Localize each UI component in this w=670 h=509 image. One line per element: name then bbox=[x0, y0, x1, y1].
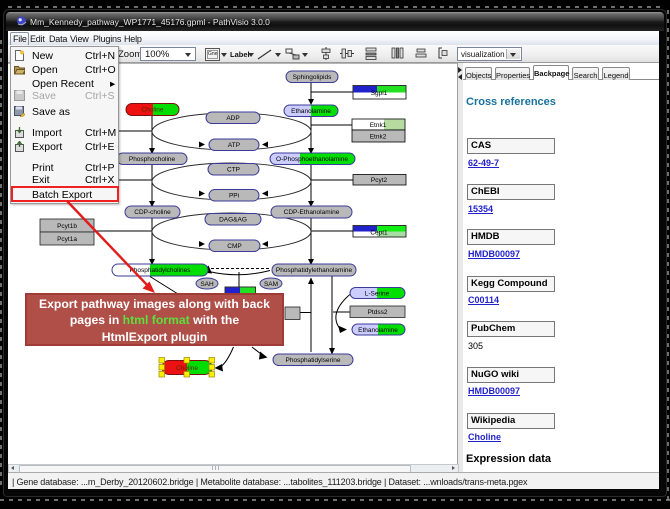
svg-text:Ptdss2: Ptdss2 bbox=[368, 309, 388, 316]
svg-text:Phosphatidylethanolamine: Phosphatidylethanolamine bbox=[276, 267, 353, 274]
svg-text:CDP-choline: CDP-choline bbox=[134, 209, 171, 216]
svg-text:ATP: ATP bbox=[228, 142, 240, 149]
svg-text:CMP: CMP bbox=[227, 243, 241, 250]
svg-text:Phosphocholine: Phosphocholine bbox=[129, 156, 176, 163]
svg-text:Sphingolipids: Sphingolipids bbox=[293, 74, 332, 81]
svg-text:L-Serine: L-Serine bbox=[365, 291, 390, 298]
svg-text:O-Phosphoethanolamine: O-Phosphoethanolamine bbox=[276, 156, 348, 163]
svg-text:Pcyt2: Pcyt2 bbox=[371, 177, 388, 184]
svg-text:DAG&AG: DAG&AG bbox=[219, 217, 247, 224]
svg-text:ADP: ADP bbox=[226, 115, 239, 122]
svg-text:Ethanolamine: Ethanolamine bbox=[291, 108, 331, 115]
svg-text:SAM: SAM bbox=[264, 281, 278, 288]
svg-text:Cept1: Cept1 bbox=[370, 230, 388, 237]
svg-text:CDP-Ethanolamine: CDP-Ethanolamine bbox=[284, 209, 340, 216]
svg-text:Pcyt1a: Pcyt1a bbox=[57, 236, 77, 243]
svg-text:Ethanolamine: Ethanolamine bbox=[358, 327, 398, 334]
svg-text:Phosphatidylcholines: Phosphatidylcholines bbox=[129, 267, 191, 274]
svg-text:Sgpl1: Sgpl1 bbox=[371, 90, 388, 97]
svg-text:Phosphatidylserine: Phosphatidylserine bbox=[286, 357, 341, 364]
svg-text:PPi: PPi bbox=[229, 193, 239, 200]
svg-text:Choline: Choline bbox=[176, 365, 198, 372]
svg-text:Pcyt1b: Pcyt1b bbox=[57, 223, 77, 230]
svg-text:Etnk2: Etnk2 bbox=[370, 134, 387, 141]
svg-text:CTP: CTP bbox=[227, 167, 240, 174]
svg-text:SAH: SAH bbox=[200, 281, 214, 288]
svg-text:Etnk1: Etnk1 bbox=[370, 122, 387, 129]
svg-text:Choline: Choline bbox=[141, 107, 163, 114]
